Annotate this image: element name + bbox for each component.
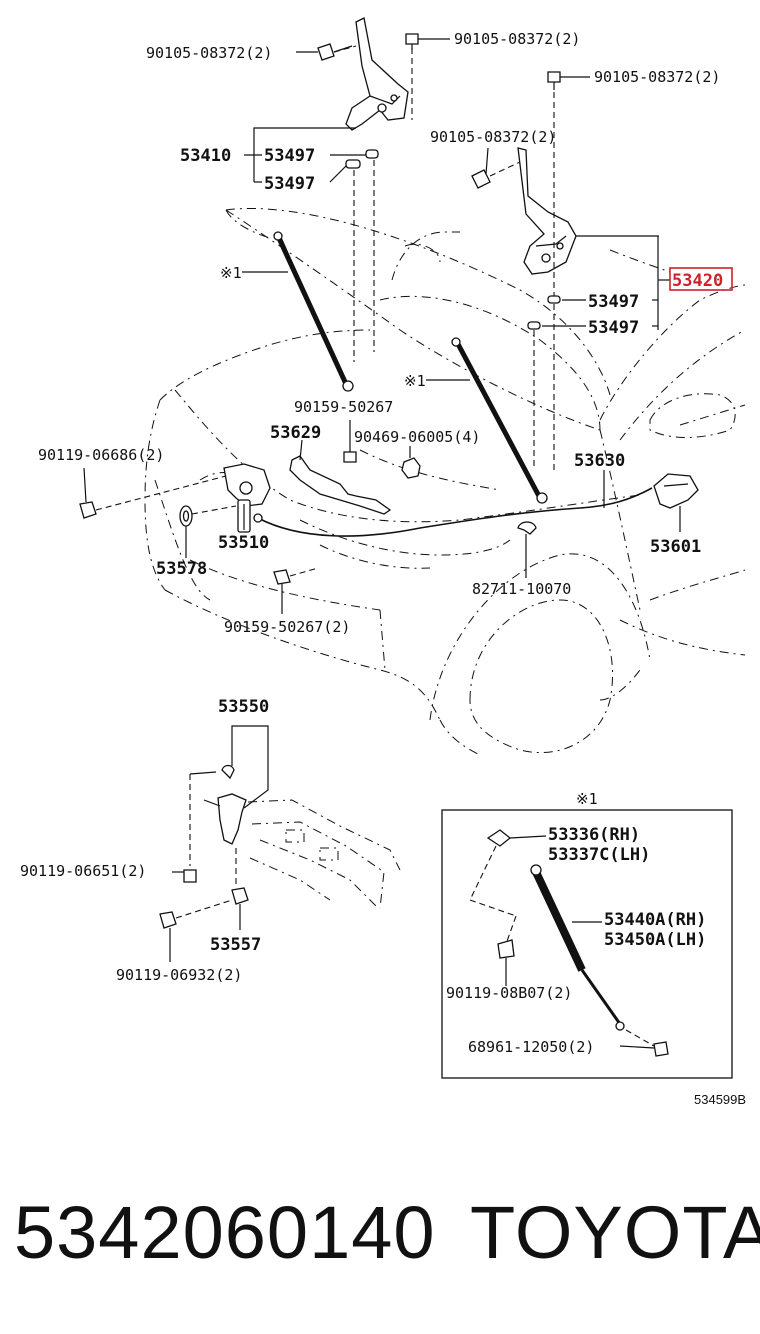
part-number: 5342060140 [14,1191,436,1274]
bolt-90119-06932 [159,899,233,962]
cushion-53578 [179,505,237,558]
label-inset-mark: ※1 [576,790,598,808]
clip-90469 [401,446,421,479]
hood-lock [223,463,271,533]
release-lever-53601 [653,473,699,532]
label-ball-joint-lh: 53337C(LH) [548,845,650,865]
highlight-box [669,267,733,291]
label-bolt-90119-08b07: 90119-08B07(2) [446,984,572,1002]
label-strut-mark-left: ※1 [220,264,242,282]
release-assembly-53550 [172,725,269,883]
label-cushion-left-b: 53497 [264,174,315,194]
label-strut-rh: 53440A(RH) [604,910,706,930]
lever-53557 [231,848,249,930]
label-hinge-left: 53410 [180,146,231,166]
label-clip-82711: 82711-10070 [472,580,571,598]
label-cushion-53578: 53578 [156,559,207,579]
hood-strut-mid [426,337,548,504]
lock-bolt [79,467,227,519]
label-bolt-68961: 68961-12050(2) [468,1038,594,1056]
brand-name: TOYOTA [470,1191,760,1274]
label-bolt-90159: 90159-50267 [294,398,393,416]
label-strut-mark-mid: ※1 [404,372,426,390]
label-ball-joint-rh: 53336(RH) [548,825,640,845]
label-cushion-left-a: 53497 [264,146,315,166]
label-hinge-bolt-top-left: 90105-08372(2) [146,44,272,62]
hinge-bolt-left [317,43,357,61]
label-cable-53630: 53630 [574,451,625,471]
diagram-code: 534599B [694,1092,746,1107]
release-cable [253,470,653,537]
label-hinge-right: 53420 [672,271,723,291]
hood-hinge-right [517,92,577,470]
lock-support-53629 [289,420,392,515]
label-support-53629: 53629 [270,423,321,443]
leaders-right-hinge [542,235,670,330]
label-clip-90469: 90469-06005(4) [354,428,480,446]
hood-strut-left [242,231,354,392]
label-lever-53601: 53601 [650,537,701,557]
label-cushion-right-b: 53497 [588,318,639,338]
hinge-bolt-right-lower [471,147,521,189]
label-bolt-90159-2: 90159-50267(2) [224,618,350,636]
label-hinge-bolt-top-mid: 90105-08372(2) [454,30,580,48]
bolt-90159-lower [273,567,319,614]
leaders-left-hinge [244,51,366,183]
hinge-bolt-top [405,33,450,50]
label-hinge-bolt-right: 90105-08372(2) [594,68,720,86]
label-lock-bolt: 90119-06686(2) [38,446,164,464]
hinge-bolt-right-top [547,71,590,90]
label-release-53550: 53550 [218,697,269,717]
hood-hinge-left [345,17,413,362]
strut-detail-inset [441,809,733,1079]
label-strut-lh: 53450A(LH) [604,930,706,950]
clip-82711 [517,521,537,578]
label-bolt-90119-06932: 90119-06932(2) [116,966,242,984]
labels: 90105-08372(2) 90105-08372(2) 90105-0837… [20,30,746,1107]
label-lever-53557: 53557 [210,935,261,955]
label-lock-53510: 53510 [218,533,269,553]
label-hinge-bolt-right-lower: 90105-08372(2) [430,128,556,146]
vehicle-outline [144,207,746,756]
label-cushion-right-a: 53497 [588,292,639,312]
label-bolt-90119-06651: 90119-06651(2) [20,862,146,880]
radiator-support-fragment [247,799,401,909]
